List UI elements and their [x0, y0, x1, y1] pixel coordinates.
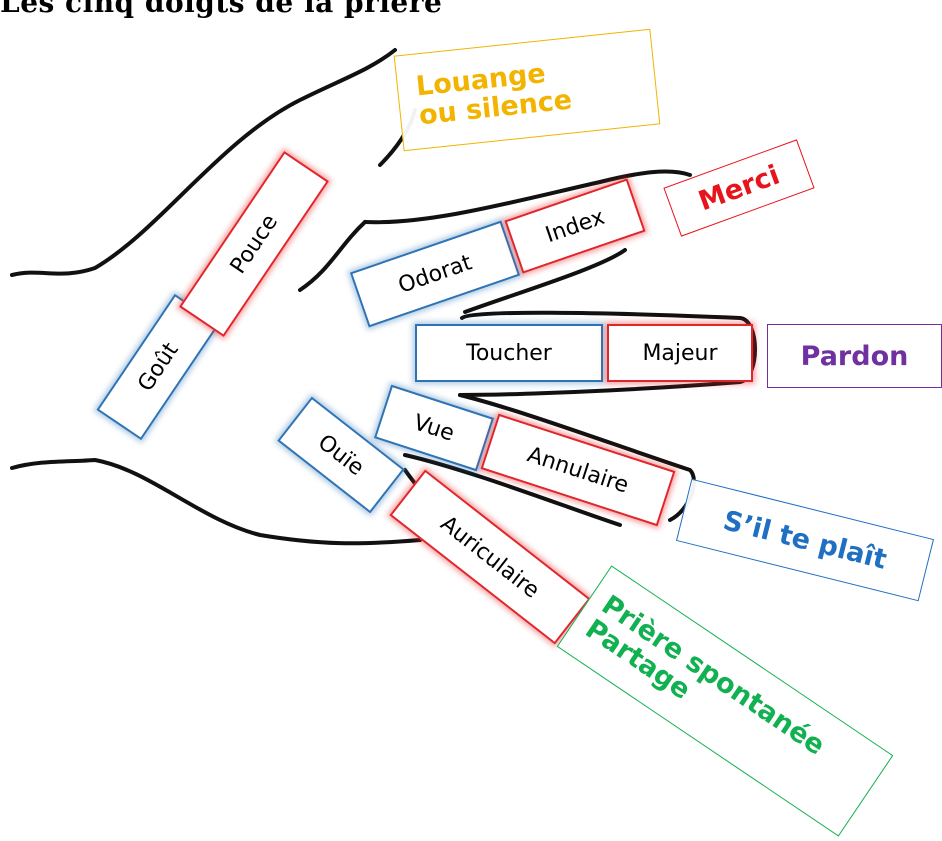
finger-label-majeur: Majeur	[607, 324, 753, 382]
prayer-text: Pardon	[800, 340, 909, 372]
sense-text: Ouïe	[313, 429, 369, 481]
finger-text: Majeur	[642, 340, 718, 366]
prayer-label-pardon: Pardon	[767, 324, 942, 388]
diagram-title: Les cinq doigts de la prière	[0, 0, 443, 19]
sense-text: Goût	[132, 338, 184, 396]
sense-text: Toucher	[466, 340, 552, 366]
sense-text: Vue	[410, 409, 458, 447]
finger-text: Index	[542, 204, 608, 248]
sense-label-toucher: Toucher	[415, 324, 603, 382]
sense-text: Odorat	[395, 249, 475, 299]
